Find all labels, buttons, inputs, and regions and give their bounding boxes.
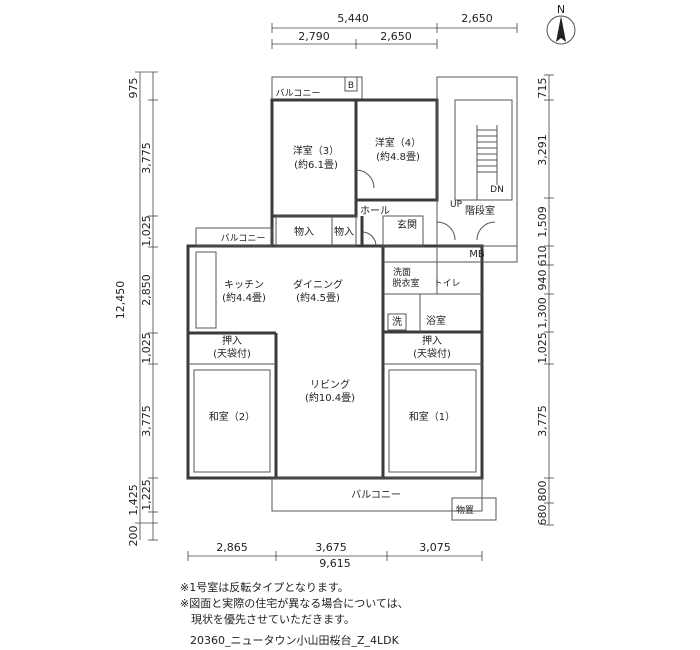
oshiire-right-sub: (天袋付) bbox=[413, 347, 451, 360]
dim-left-4: 2,850 bbox=[140, 274, 153, 306]
stair-up-label: UP bbox=[450, 200, 463, 210]
dim-left-8: 1,425 bbox=[127, 484, 140, 516]
mb-label: MB bbox=[469, 249, 485, 260]
genkan-label: 玄関 bbox=[397, 218, 417, 231]
dim-right-8: 3,775 bbox=[536, 405, 549, 437]
note-line-2: ※図面と実際の住宅が異なる場合については、 bbox=[180, 597, 409, 610]
room-labels: 洋室（3） (約6.1畳) 洋室（4） (約4.8畳) キッチン (約4.4畳)… bbox=[209, 81, 504, 516]
dim-left-1: 975 bbox=[127, 78, 140, 99]
dim-right-5: 940 bbox=[536, 270, 549, 291]
dim-right-3: 1,509 bbox=[536, 206, 549, 238]
room-living-name: リビング bbox=[310, 378, 350, 391]
room-washitsu1-name: 和室（1） bbox=[409, 410, 455, 423]
dim-left-7: 1,225 bbox=[140, 479, 153, 511]
balcony-bottom-label: バルコニー bbox=[351, 489, 401, 501]
closet1-label: 物入 bbox=[294, 225, 314, 238]
room-western4-size: (約4.8畳) bbox=[376, 150, 420, 163]
dim-bottom-2: 3,675 bbox=[315, 541, 347, 554]
room-kitchen-name: キッチン bbox=[224, 279, 264, 291]
balcony-mid-label: バルコニー bbox=[221, 233, 266, 244]
washer-label: 洗 bbox=[392, 316, 402, 328]
oshiire-left-sub: (天袋付) bbox=[213, 347, 251, 360]
oshiire-right-name: 押入 bbox=[422, 334, 442, 347]
dim-right-9: 800 bbox=[536, 481, 549, 502]
dim-left-6: 3,775 bbox=[140, 405, 153, 437]
dim-bottom-3: 3,075 bbox=[419, 541, 451, 554]
room-western3-name: 洋室（3） bbox=[293, 144, 339, 157]
room-living-size: (約10.4畳) bbox=[305, 391, 355, 404]
room-washitsu2-name: 和室（2） bbox=[209, 410, 255, 423]
dim-top-inner-2: 2,650 bbox=[380, 30, 412, 43]
hall-label: ホール bbox=[360, 205, 390, 217]
dim-right-4: 610 bbox=[536, 246, 549, 267]
bottom-dimensions: 2,865 3,675 3,075 9,615 bbox=[187, 541, 483, 570]
bath-label: 浴室 bbox=[426, 314, 446, 327]
closet2-label: 物入 bbox=[334, 225, 354, 238]
top-dimensions: 5,440 2,650 2,790 2,650 bbox=[271, 12, 518, 49]
dim-right-6: 1,300 bbox=[536, 297, 549, 329]
room-kitchen-size: (約4.4畳) bbox=[222, 291, 266, 304]
dim-left-9: 200 bbox=[127, 526, 140, 547]
dim-right-10: 680 bbox=[536, 505, 549, 526]
oshiire-left-name: 押入 bbox=[222, 334, 242, 347]
washroom-line2: 脱衣室 bbox=[392, 277, 419, 289]
stair-dn-label: DN bbox=[490, 185, 504, 195]
walls bbox=[186, 76, 518, 521]
dim-left-3: 1,025 bbox=[140, 215, 153, 247]
dim-top-inner-1: 2,790 bbox=[298, 30, 330, 43]
dim-left-5: 1,025 bbox=[140, 332, 153, 364]
notes: ※1号室は反転タイプとなります。 ※図面と実際の住宅が異なる場合については、 現… bbox=[180, 580, 409, 628]
dim-top-2: 2,650 bbox=[461, 12, 493, 25]
plan-code: 20360_ニュータウン小山田桜台_Z_4LDK bbox=[190, 634, 399, 647]
dim-bottom-1: 2,865 bbox=[216, 541, 248, 554]
room-dining-size: (約4.5畳) bbox=[296, 291, 340, 304]
toilet-label: トイレ bbox=[433, 279, 460, 289]
left-dimensions: 975 3,775 1,025 2,850 1,025 3,775 1,225 … bbox=[114, 71, 158, 547]
note-line-3: 現状を優先させていただきます。 bbox=[180, 613, 355, 626]
note-line-1: ※1号室は反転タイプとなります。 bbox=[180, 581, 349, 594]
dim-right-7: 1,025 bbox=[536, 332, 549, 364]
b-box-label: B bbox=[348, 81, 354, 91]
balcony-top-label: バルコニー bbox=[276, 88, 321, 99]
dim-right-2: 3,291 bbox=[536, 134, 549, 166]
dim-top-1: 5,440 bbox=[337, 12, 369, 25]
room-western4-name: 洋室（4） bbox=[375, 136, 421, 149]
north-compass: N bbox=[546, 3, 576, 45]
dim-left-total: 12,450 bbox=[114, 281, 127, 320]
dim-right-1: 715 bbox=[536, 78, 549, 99]
stairwell-label: 階段室 bbox=[465, 204, 495, 217]
compass-label: N bbox=[557, 3, 565, 16]
room-western3-size: (約6.1畳) bbox=[294, 158, 338, 171]
storage-label: 物置 bbox=[456, 504, 474, 516]
room-dining-name: ダイニング bbox=[293, 278, 343, 291]
dim-left-2: 3,775 bbox=[140, 142, 153, 174]
right-dimensions: 715 3,291 1,509 610 940 1,300 1,025 3,77… bbox=[536, 74, 554, 526]
dim-bottom-total: 9,615 bbox=[319, 557, 351, 570]
washroom-line1: 洗面 bbox=[393, 266, 411, 278]
